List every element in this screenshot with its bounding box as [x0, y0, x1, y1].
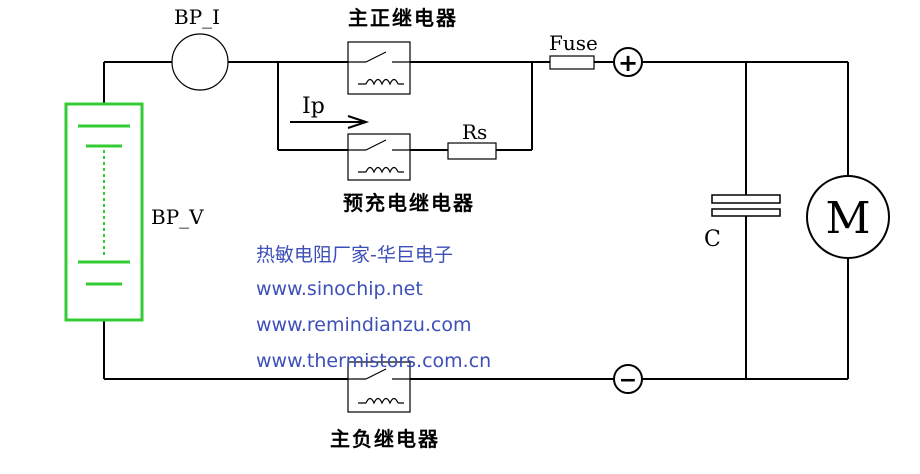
wiring [103, 61, 849, 380]
fuse-label: Fuse [549, 31, 598, 55]
main-positive-relay-label: 主正继电器 [348, 6, 458, 30]
main-positive-relay-icon [347, 41, 411, 95]
battery-voltage-label: BP_V [151, 205, 204, 229]
precharge-relay-icon [347, 133, 411, 181]
motor-icon [806, 175, 890, 259]
main-negative-relay-icon [347, 361, 411, 413]
svg-text:−: − [619, 368, 637, 393]
precharge-current-label: Ip [302, 94, 325, 119]
svg-text:+: + [618, 49, 638, 77]
capacitor-icon [711, 194, 781, 217]
watermark-link-sinochip[interactable]: www.sinochip.net [256, 278, 423, 300]
main-negative-relay-label: 主负继电器 [330, 427, 440, 451]
watermark-link-thermistors[interactable]: www.thermistors.com.cn [256, 350, 492, 372]
fuse-icon [549, 55, 595, 70]
motor-label: M [825, 193, 870, 244]
positive-terminal-icon: + [613, 47, 643, 77]
current-sensor-icon [171, 33, 229, 91]
precharge-resistor-icon [447, 142, 497, 160]
battery-pack-icon [64, 102, 144, 322]
current-sensor-label: BP_I [174, 5, 220, 29]
watermark-link-remindianzu[interactable]: www.remindianzu.com [256, 314, 472, 336]
watermark-line-company: 热敏电阻厂家-华巨电子 [256, 244, 453, 266]
precharge-relay-label: 预充电继电器 [343, 191, 475, 215]
precharge-current-arrow-icon [290, 115, 370, 129]
capacitor-label: C [704, 227, 721, 252]
negative-terminal-icon: − [613, 364, 643, 394]
precharge-resistor-label: Rs [462, 120, 487, 144]
